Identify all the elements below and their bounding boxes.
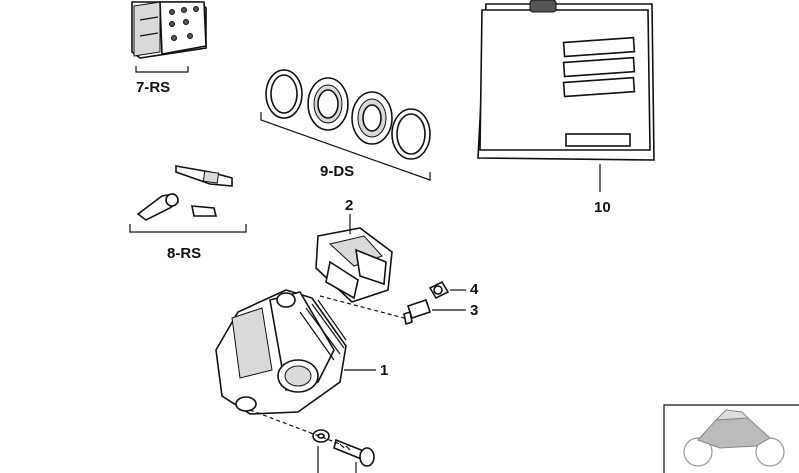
brake-caliper-drawing[interactable] xyxy=(215,289,347,415)
brake-pad-set-drawing[interactable] xyxy=(131,1,207,59)
bleed-valve-drawing[interactable] xyxy=(403,298,432,326)
motorcycle-thumbnail-icon xyxy=(663,404,799,473)
washer-and-bolt-drawing[interactable] xyxy=(312,429,375,467)
bracket-8rs xyxy=(129,224,247,233)
pin-kit-drawing[interactable] xyxy=(136,165,233,221)
bleed-cap-drawing[interactable] xyxy=(428,280,450,300)
bracket-7rs xyxy=(135,66,189,73)
bracket-9ds xyxy=(260,112,431,181)
assembly-line xyxy=(319,295,405,319)
label-2: 2 xyxy=(345,197,353,214)
label-3: 3 xyxy=(470,302,478,319)
label-8-rs: 8-RS xyxy=(167,245,201,262)
bolt-axis-line xyxy=(249,409,341,445)
label-10: 10 xyxy=(594,199,611,216)
label-7-rs: 7-RS xyxy=(136,79,170,96)
brake-fluid-can-drawing[interactable] xyxy=(477,0,655,161)
seal-ring-set-drawing[interactable] xyxy=(265,69,431,160)
label-9-ds: 9-DS xyxy=(320,163,354,180)
label-4: 4 xyxy=(470,281,479,298)
brake-pads-drawing[interactable] xyxy=(315,227,393,303)
label-1: 1 xyxy=(380,362,388,379)
